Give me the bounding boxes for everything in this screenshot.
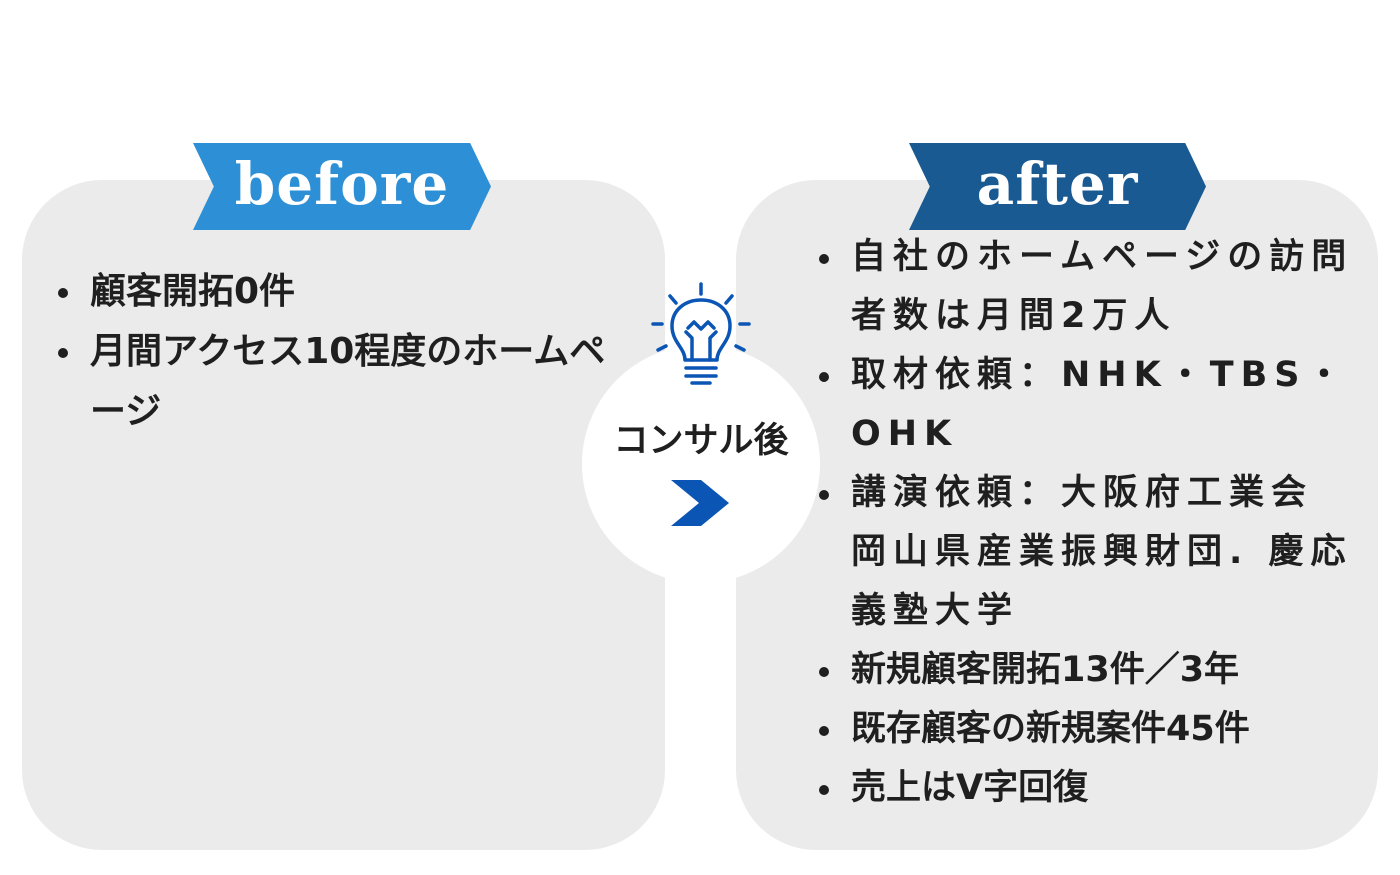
after-item: 講演依頼：大阪府工業会 岡山県産業振興財団. 慶応義塾大学 xyxy=(813,464,1373,641)
before-item: 月間アクセス10程度のホームページ xyxy=(52,322,622,442)
before-panel xyxy=(22,180,665,850)
after-list: 自社のホームページの訪問者数は月間2万人 取材依頼：NHK・TBS・OHK 講演… xyxy=(813,228,1373,818)
after-item: 既存顧客の新規案件45件 xyxy=(813,700,1373,759)
before-list: 顧客開拓0件 月間アクセス10程度のホームページ xyxy=(52,262,622,442)
consult-label: コンサル後 xyxy=(613,421,789,461)
before-item: 顧客開拓0件 xyxy=(52,262,622,322)
after-item: 取材依頼：NHK・TBS・OHK xyxy=(813,346,1373,464)
after-panel xyxy=(736,180,1378,850)
before-label: before xyxy=(234,149,450,218)
after-label: after xyxy=(976,149,1139,218)
before-ribbon: before xyxy=(193,143,491,230)
lightbulb-icon xyxy=(651,282,751,385)
after-item: 新規顧客開拓13件／3年 xyxy=(813,641,1373,700)
after-item: 自社のホームページの訪問者数は月間2万人 xyxy=(813,228,1373,346)
after-item: 売上はV字回復 xyxy=(813,759,1373,818)
chevron-right-icon xyxy=(671,480,729,526)
after-ribbon: after xyxy=(909,143,1206,230)
